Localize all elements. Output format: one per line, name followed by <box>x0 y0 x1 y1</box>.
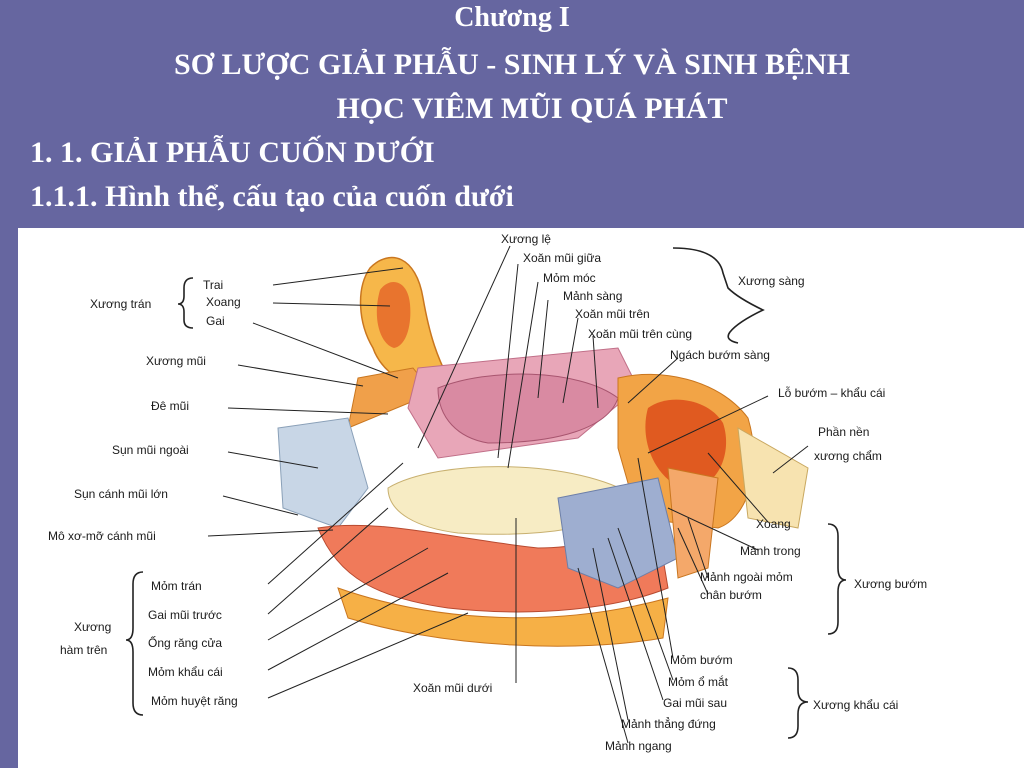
label-xoan-mui-giua: Xoăn mũi giữa <box>523 251 601 265</box>
label-mom-o-mat: Mỏm ổ mắt <box>668 674 729 689</box>
label-group-left: Trai Xoang Gai Xương trán Xương mũi Đê m… <box>48 278 241 708</box>
label-xuong-khau-cai: Xương khẩu cái <box>813 698 898 712</box>
middle-turbinate-shape <box>437 373 619 444</box>
label-xoan-mui-tren: Xoăn mũi trên <box>575 307 650 321</box>
label-xoan-mui-duoi: Xoăn mũi dưới <box>413 681 492 695</box>
label-lo-buom-khau-cai: Lỗ bướm – khẩu cái <box>778 385 885 400</box>
label-ngach-buom-sang: Ngách bướm sàng <box>670 348 770 362</box>
label-ham-tren: hàm trên <box>60 643 107 657</box>
label-chan-buom: chân bướm <box>700 588 762 602</box>
label-manh-sang: Mảnh sàng <box>563 289 622 303</box>
anatomy-illustration: Xương lệ Xoăn mũi giữa Mỏm móc Mảnh sàng… <box>48 232 927 753</box>
label-de-mui: Đê mũi <box>151 399 189 413</box>
group-braces <box>125 247 847 739</box>
label-ong-rang-cua: Ống răng cửa <box>148 635 222 650</box>
slide-header: Chương I SƠ LƯỢC GIẢI PHẪU - SINH LÝ VÀ … <box>0 0 1024 228</box>
label-xoang-tran: Xoang <box>206 295 241 309</box>
label-xuong-sang: Xương sàng <box>738 274 805 288</box>
pterygoid-plate-shape <box>557 477 679 589</box>
label-mom-tran: Mỏm trán <box>151 579 202 593</box>
leader-lines <box>207 245 809 744</box>
label-xuong: Xương <box>74 620 111 634</box>
label-manh-ngoai-mom: Mảnh ngoài mỏm <box>700 570 793 584</box>
label-xuong-tran: Xương trán <box>90 297 151 311</box>
label-mo-xo-mo: Mô xơ-mỡ cánh mũi <box>48 529 156 543</box>
label-group-top: Xương lệ Xoăn mũi giữa Mỏm móc Mảnh sàng… <box>501 232 885 463</box>
label-mom-moc: Mỏm móc <box>543 271 596 285</box>
label-xuong-buom: Xương bướm <box>854 577 927 591</box>
label-sun-mui-ngoai: Sụn mũi ngoài <box>112 443 189 457</box>
label-mom-buom: Mỏm bướm <box>670 653 733 667</box>
slide-title-line-1: SƠ LƯỢC GIẢI PHẪU - SINH LÝ VÀ SINH BỆNH <box>174 48 850 81</box>
label-gai-tran: Gai <box>206 314 225 328</box>
label-manh-ngang: Mảnh ngang <box>605 739 672 753</box>
slide-title-line-2: HỌC VIÊM MŨI QUÁ PHÁT <box>336 92 728 125</box>
label-xuong-le: Xương lệ <box>501 232 551 246</box>
frontal-sinus-shape <box>376 281 411 348</box>
nasal-anatomy-figure: Xương lệ Xoăn mũi giữa Mỏm móc Mảnh sàng… <box>18 228 1024 768</box>
label-xuong-mui: Xương mũi <box>146 354 206 368</box>
label-phan-nen: Phần nền <box>818 425 869 439</box>
label-xoan-mui-tren-cung: Xoăn mũi trên cùng <box>588 327 692 341</box>
label-gai-mui-sau: Gai mũi sau <box>663 696 727 710</box>
label-gai-mui-truoc: Gai mũi trước <box>148 608 222 622</box>
label-xuong-cham: xương chẩm <box>814 449 882 463</box>
label-sun-canh-mui-lon: Sụn cánh mũi lớn <box>74 487 168 501</box>
pterygoid-lateral-shape <box>667 467 719 579</box>
label-group-bottom-right: Xoăn mũi dưới Xoang Mảnh trong Mảnh ngoà… <box>413 517 927 753</box>
subsection-heading: 1.1.1. Hình thể, cấu tạo của cuốn dưới <box>30 180 514 213</box>
chapter-heading: Chương I <box>454 2 570 33</box>
occipital-shape <box>737 427 809 529</box>
label-mom-huyet-rang: Mỏm huyệt răng <box>151 694 238 708</box>
sphenoid-sinus-shape <box>645 399 727 490</box>
label-mom-khau-cai: Mỏm khẩu cái <box>148 665 223 679</box>
label-manh-thang-dung: Mảnh thẳng đứng <box>621 716 716 731</box>
cartilage-shape <box>277 417 369 529</box>
label-trai: Trai <box>203 278 223 292</box>
section-heading: 1. 1. GIẢI PHẪU CUỐN DƯỚI <box>30 136 435 169</box>
label-xoang-buom: Xoang <box>756 517 791 531</box>
label-manh-trong: Mảnh trong <box>740 544 801 558</box>
